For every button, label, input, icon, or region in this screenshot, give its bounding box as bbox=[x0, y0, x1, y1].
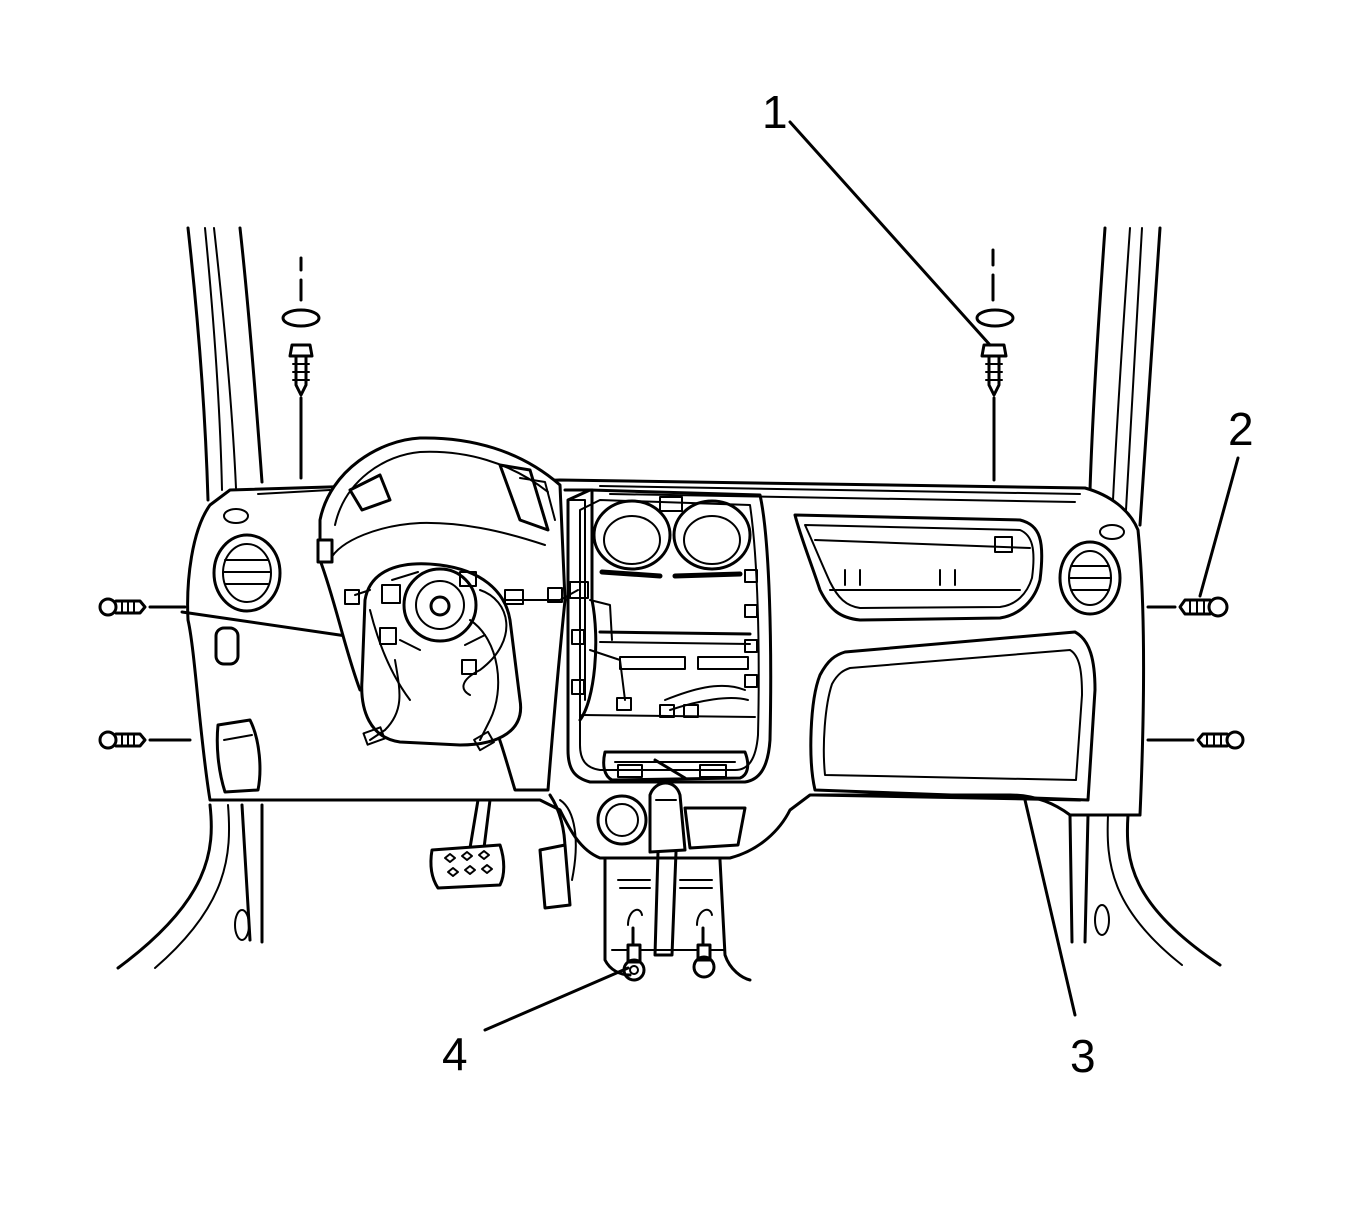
leader-lines bbox=[483, 120, 1240, 1032]
upper-left-fastener bbox=[281, 256, 321, 480]
upper-right-fastener bbox=[975, 248, 1015, 482]
left-a-pillar bbox=[186, 226, 264, 502]
right-a-pillar bbox=[1088, 226, 1162, 527]
steering-column-area bbox=[316, 436, 613, 792]
callout-2: 2 bbox=[1228, 403, 1254, 455]
callout-4: 4 bbox=[442, 1028, 468, 1080]
pedals bbox=[429, 793, 577, 910]
left-lower-frame bbox=[116, 803, 264, 970]
left-side-fasteners bbox=[98, 597, 192, 750]
callout-1: 1 bbox=[762, 86, 788, 138]
callout-3: 3 bbox=[1070, 1030, 1096, 1082]
right-side-fasteners bbox=[1146, 596, 1245, 750]
right-lower-frame bbox=[1068, 813, 1222, 967]
